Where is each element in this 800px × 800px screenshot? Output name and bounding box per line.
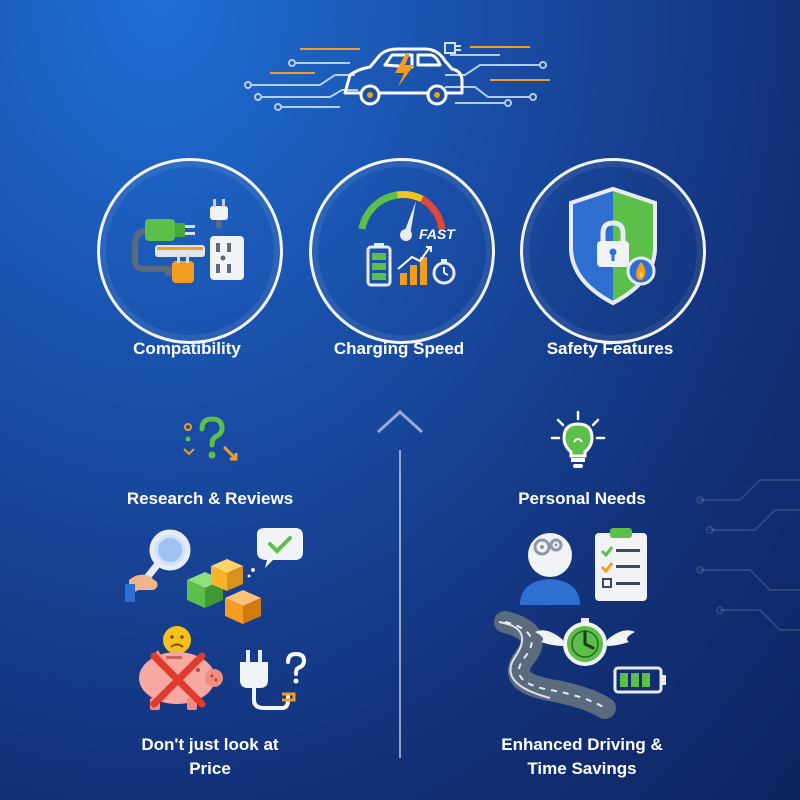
- needs-icon-wrap: [548, 410, 608, 472]
- research-icon-wrap: [180, 415, 240, 470]
- personal-needs-label: Personal Needs: [518, 489, 646, 508]
- gauge-fast-text: FAST: [419, 226, 456, 242]
- circuit-lines-icon: [696, 479, 800, 631]
- savings-illustration: [494, 611, 675, 719]
- person-gears-checklist-icon: [520, 528, 647, 605]
- compatibility-circle: [97, 158, 283, 344]
- compatibility-label: Compatibility: [133, 339, 241, 358]
- electric-car-circuit-icon: [244, 42, 550, 111]
- price-illustration: [132, 622, 317, 712]
- charging-speed-circle: FAST: [309, 158, 495, 344]
- dont-just-look-at-price-label: Don't just look at Price: [100, 733, 320, 781]
- price-label-line1: Don't just look at: [141, 735, 279, 754]
- safety-features-label: Safety Features: [546, 339, 674, 358]
- speedometer-fast-icon: FAST: [358, 191, 456, 287]
- shield-lock-icon: [569, 186, 657, 306]
- chevron-up-icon: [376, 409, 424, 758]
- savings-label-line1: Enhanced Driving &: [501, 735, 663, 754]
- magnifier-boxes-check-icon: [125, 528, 303, 624]
- enhanced-driving-label: Enhanced Driving & Time Savings: [462, 733, 702, 781]
- safety-features-circle: [520, 158, 706, 344]
- circuit-decoration: [696, 460, 800, 660]
- savings-label-line2: Time Savings: [527, 759, 637, 778]
- lightbulb-icon: [550, 410, 606, 468]
- center-divider: [370, 400, 430, 770]
- charging-speed-label: Charging Speed: [333, 339, 465, 358]
- review-illustration: [125, 528, 305, 624]
- piggy-bank-cross-plug-icon: [139, 626, 307, 710]
- needs-illustration: [520, 525, 655, 605]
- header-car-graphic: [240, 35, 560, 115]
- plug-adapters-icon: [132, 199, 244, 283]
- question-marks-icon: [183, 416, 238, 461]
- research-reviews-label: Research & Reviews: [126, 489, 294, 508]
- road-winged-stopwatch-battery-icon: [494, 611, 666, 719]
- price-label-line2: Price: [189, 759, 231, 778]
